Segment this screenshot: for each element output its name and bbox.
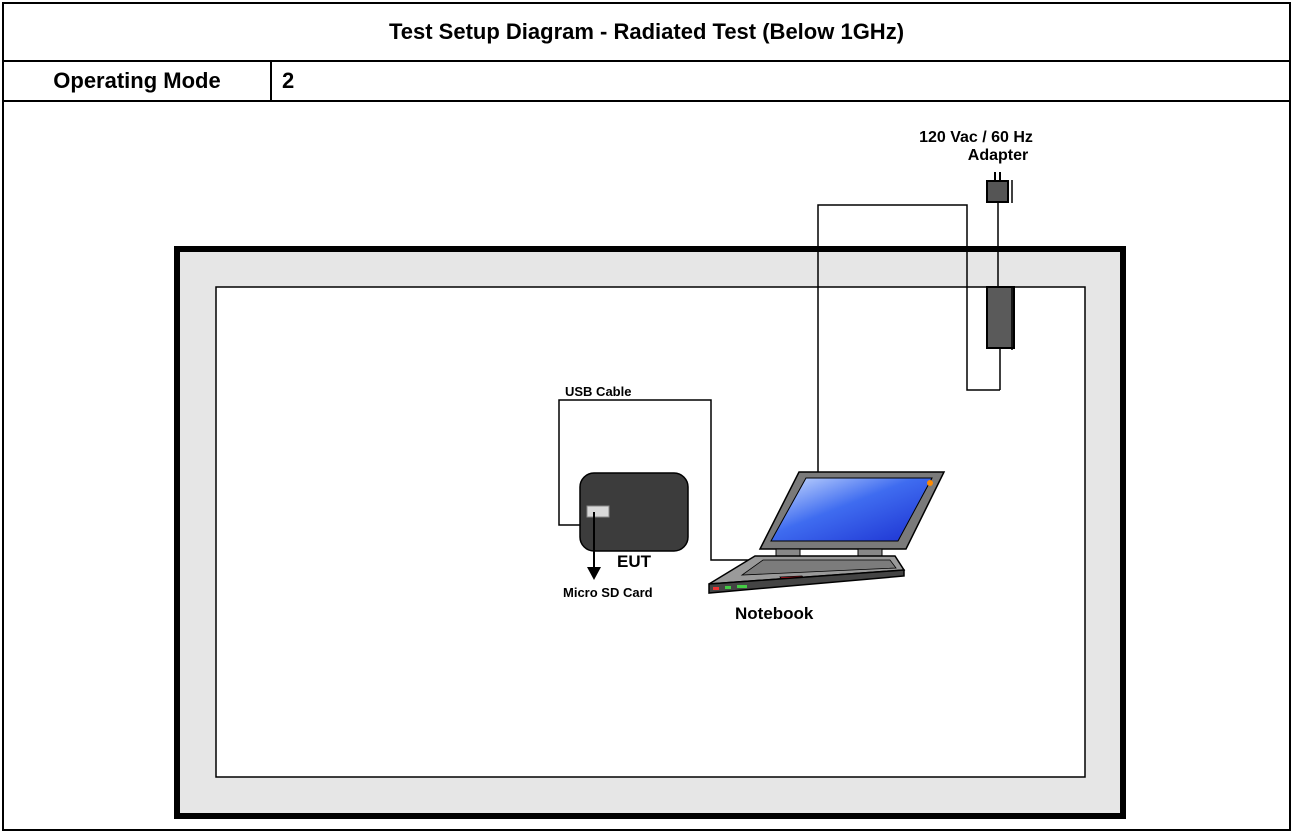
notebook-label: Notebook bbox=[735, 604, 814, 623]
diagram-title: Test Setup Diagram - Radiated Test (Belo… bbox=[4, 4, 1289, 62]
operating-mode-value: 2 bbox=[282, 68, 295, 93]
usb-cable-label: USB Cable bbox=[565, 384, 631, 399]
adapter-brick bbox=[986, 286, 1015, 349]
adapter-label-line1: 120 Vac / 60 Hz bbox=[919, 129, 1033, 146]
power-adapter bbox=[986, 172, 1015, 390]
notebook-computer bbox=[708, 471, 946, 594]
operating-mode-row: Operating Mode 2 bbox=[4, 62, 1289, 102]
sd-card-label: Micro SD Card bbox=[563, 585, 653, 600]
power-cord bbox=[817, 204, 1000, 472]
adapter-label-line2: Adapter bbox=[968, 147, 1028, 164]
notebook-screen bbox=[770, 477, 933, 542]
sd-card-arrowhead bbox=[587, 567, 601, 580]
eut-label: EUT bbox=[617, 552, 652, 571]
eut-device bbox=[579, 472, 689, 552]
usb-cable bbox=[558, 399, 767, 561]
operating-mode-label: Operating Mode bbox=[4, 62, 272, 100]
usb-port bbox=[586, 505, 610, 518]
